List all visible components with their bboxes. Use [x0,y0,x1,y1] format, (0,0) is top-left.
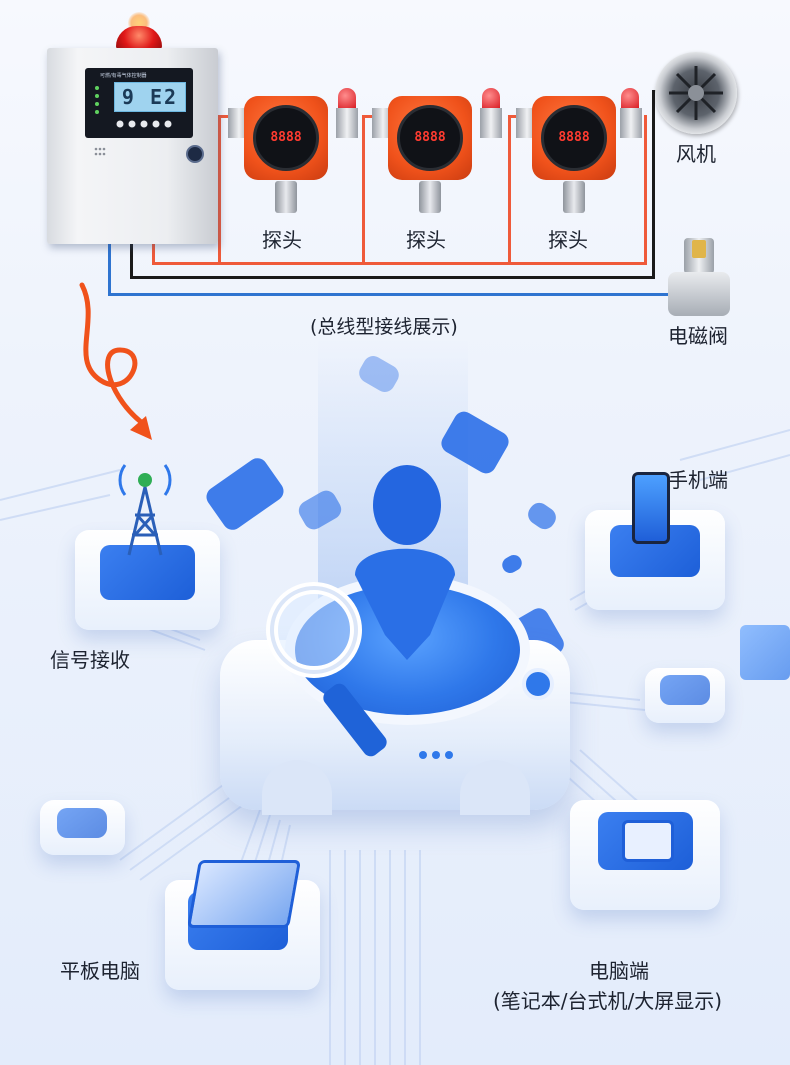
solenoid-coil-icon [692,240,706,258]
probe-sensor-head [275,181,297,213]
bus-wire-red-p2 [508,115,511,265]
wiring-caption: (总线型接线展示) [310,316,458,338]
wiring-diagram: 可燃/有毒气体控制器 9 E2 8888 探头 8888 探头 88 [0,0,790,360]
magnifier-icon [266,582,387,757]
bus-wire-black [130,244,133,278]
probe-sensor-side [480,108,502,138]
pc-chip-icon [622,820,674,862]
empty-pad-left-inner [57,808,107,838]
controller-buttons [95,86,172,128]
gas-probe-2: 8888 [372,86,512,216]
bus-wire-red-link2 [508,115,520,118]
probe-1-label: 探头 [262,228,302,252]
probe-display-face: 8888 [541,105,607,171]
curly-arrow-icon [79,282,152,440]
valve-label: 电磁阀 [668,324,728,348]
empty-pad-right-inner [660,675,710,705]
controller-screen: 9 E2 [114,82,186,112]
platform-arch-right [460,760,530,815]
probe-sensor-side [336,108,358,138]
solenoid-valve-icon [668,272,730,316]
probe-display-value: 8888 [414,130,446,145]
bus-wire-red-ctrl [152,244,155,265]
bus-wire-blue-h [108,293,670,296]
user-location-icon [355,465,455,660]
fan-label: 风机 [676,142,716,166]
controller-key-lock-icon [186,145,204,163]
probe-display-value: 8888 [270,130,302,145]
signal-tower-icon [118,464,172,556]
bus-wire-red-p1 [362,115,365,265]
bus-wire-black-up [652,90,655,279]
probe-alarm-light-icon [482,88,500,110]
gas-probe-3: 8888 [516,86,656,216]
pc-sublabel: (笔记本/台式机/大屏显示) [493,989,723,1013]
probe-alarm-light-icon [338,88,356,110]
platform-arch-left [262,760,332,815]
bus-wire-blue [108,244,111,296]
tablet-icon [187,860,301,928]
edge-glass-panel [740,625,790,680]
controller-panel-title: 可燃/有毒气体控制器 [100,73,147,79]
fan-blades-icon [669,66,723,120]
probe-display-face: 8888 [253,105,319,171]
signal-receive-label: 信号接收 [50,648,130,672]
probe-display-value: 8888 [558,130,590,145]
probe-sensor-head [419,181,441,213]
alarm-beacon-icon [116,26,162,50]
gas-probe-1: 8888 [228,86,368,216]
probe-alarm-light-icon [621,88,639,110]
probe-2-label: 探头 [406,228,446,252]
platform-indicator-dots [418,745,458,764]
tablet-label: 平板电脑 [60,959,140,983]
smartphone-icon [632,472,670,544]
bus-wire-red-link1 [362,115,374,118]
bus-wire-black-h [130,276,655,279]
platform-button-icon [522,668,554,700]
phone-label: 手机端 [668,468,728,492]
pc-label: 电脑端 [589,959,649,983]
probe-display-face: 8888 [397,105,463,171]
probe-3-label: 探头 [548,228,588,252]
bus-wire-red-top [218,115,228,118]
probe-sensor-head [563,181,585,213]
bus-wire-red-p3 [644,115,647,265]
controller-speaker-icon [94,147,106,156]
bus-wire-red-drop [218,115,221,265]
probe-sensor-side [620,108,642,138]
signal-receiver-pad-inner [100,545,195,600]
bus-wire-red-bottom [152,262,647,265]
